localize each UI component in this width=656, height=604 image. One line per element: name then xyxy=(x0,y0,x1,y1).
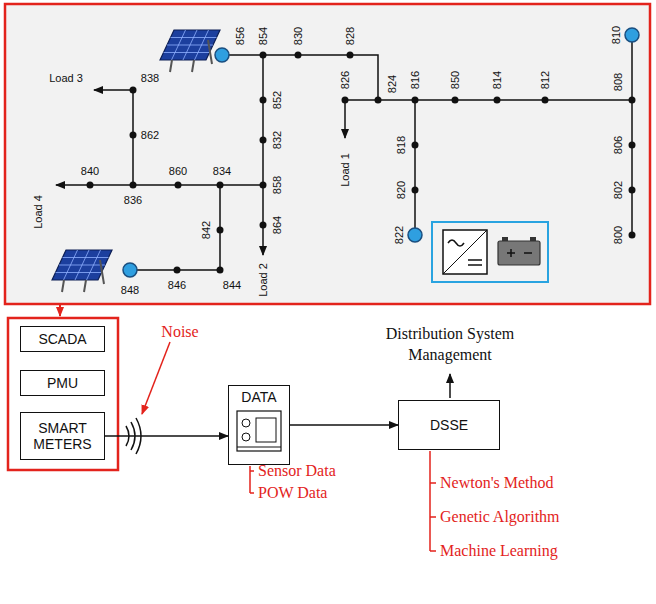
bus-label: 800 xyxy=(613,226,624,244)
bus-label: Load 1 xyxy=(340,153,351,187)
bus-label: 802 xyxy=(613,181,624,199)
bus-label: Load 3 xyxy=(49,73,83,84)
bus-label: 838 xyxy=(141,73,159,84)
bus-label: 862 xyxy=(141,130,159,141)
bus-label: 836 xyxy=(124,195,142,206)
bus-label: 840 xyxy=(81,166,99,177)
sensor-box: SCADA xyxy=(20,326,105,352)
annotation: POW Data xyxy=(258,485,327,501)
bus-label: 826 xyxy=(340,71,351,89)
bus-label: 814 xyxy=(492,71,503,89)
flow-arrow xyxy=(290,424,398,426)
data-box: DATA xyxy=(228,385,290,465)
annotation: Genetic Algorithm xyxy=(440,509,560,525)
document-icon xyxy=(234,405,284,455)
bus-label: 842 xyxy=(201,221,212,239)
node-text: DATA xyxy=(241,389,276,405)
bus-label: 856 xyxy=(235,27,246,45)
bus-label: 846 xyxy=(168,280,186,291)
sensor-box: SMART METERS xyxy=(20,412,105,460)
node-text: DSSE xyxy=(430,417,468,433)
bus-label: 834 xyxy=(213,166,231,177)
process-box: DSSE xyxy=(398,400,500,450)
flow-arrow xyxy=(105,435,228,437)
bus-label: 850 xyxy=(450,71,461,89)
bus-label: 824 xyxy=(387,75,398,93)
node-text: SMART METERS xyxy=(25,420,100,452)
bus-label: 830 xyxy=(293,27,304,45)
bus-label: Load 4 xyxy=(33,195,44,229)
node-text: SCADA xyxy=(38,331,86,347)
annotation: Noise xyxy=(161,324,198,340)
annotation: Machine Learning xyxy=(440,543,558,559)
bus-label: 860 xyxy=(169,166,187,177)
bus-label: 806 xyxy=(613,136,624,154)
bus-label: 844 xyxy=(223,280,241,291)
bus-label: 816 xyxy=(410,71,421,89)
bus-label: 864 xyxy=(272,216,283,234)
annotation: Sensor Data xyxy=(258,463,336,479)
bus-label: 820 xyxy=(396,181,407,199)
bus-label: 858 xyxy=(272,176,283,194)
bus-label: 812 xyxy=(540,71,551,89)
bus-label: Load 2 xyxy=(258,263,269,297)
bus-label: 852 xyxy=(272,91,283,109)
sensor-box: PMU xyxy=(20,370,105,396)
annotation: Newton's Method xyxy=(440,475,554,491)
node-text: PMU xyxy=(47,375,78,391)
output-label: Distribution System Management xyxy=(350,324,550,366)
bus-label: 854 xyxy=(258,27,269,45)
bus-label: 810 xyxy=(611,26,622,44)
bus-label: 808 xyxy=(613,73,624,91)
bus-label: 822 xyxy=(394,226,405,244)
bus-label: 828 xyxy=(345,27,356,45)
bus-label: 848 xyxy=(121,285,139,296)
bus-label: 832 xyxy=(272,131,283,149)
bus-label: 818 xyxy=(396,136,407,154)
